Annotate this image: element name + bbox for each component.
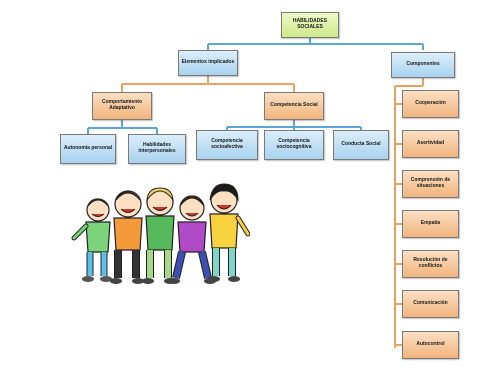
socioafectiva-label: Competencia socioafectiva — [211, 138, 243, 150]
comunicacion-node: Comunicación — [402, 290, 459, 318]
socioafectiva-node: Competencia socioafectiva — [196, 130, 258, 160]
root-node: HABILIDADES SOCIALES — [281, 12, 339, 38]
cooperacion-node: Cooperación — [402, 90, 459, 118]
conducta-label: Conducta Social — [341, 141, 381, 148]
componentes-node: Componentes — [391, 52, 455, 78]
asertividad-node: Asertividad — [402, 130, 459, 158]
autonomia-label: Autonomía personal — [63, 145, 113, 152]
comunicacion-label: Comunicación — [413, 300, 448, 307]
comprension-label: Comprensión de situaciones — [410, 177, 451, 189]
autonomia-node: Autonomía personal — [60, 134, 116, 164]
asertividad-label: Asertividad — [416, 140, 445, 147]
autocontrol-node: Autocontrol — [402, 331, 459, 359]
elementos-node: Elementos implicados — [178, 50, 238, 76]
empatia-label: Empatía — [420, 220, 441, 227]
root-label: HABILIDADES SOCIALES — [292, 18, 328, 30]
group-of-children-icon — [71, 183, 250, 284]
elementos-label: Elementos implicados — [181, 59, 235, 66]
comp-adaptativo-label: Comportamiento Adaptativo — [102, 99, 142, 111]
sociocognitiva-node: Competencia sociocognitiva — [264, 130, 324, 160]
resolucion-node: Resolución de conflictos — [402, 250, 459, 278]
competencia-social-node: Competencia Social — [264, 92, 324, 120]
componentes-label: Componentes — [406, 61, 440, 68]
interpersonales-label: Habilidades interpersonales — [138, 142, 176, 154]
sociocognitiva-label: Competencia sociocognitiva — [276, 138, 312, 150]
autocontrol-label: Autocontrol — [416, 341, 445, 348]
resolucion-label: Resolución de conflictos — [413, 257, 448, 269]
empatia-node: Empatía — [402, 210, 459, 238]
comprension-node: Comprensión de situaciones — [402, 170, 459, 198]
comp-adaptativo-node: Comportamiento Adaptativo — [92, 92, 152, 120]
interpersonales-node: Habilidades interpersonales — [128, 134, 186, 164]
competencia-social-label: Competencia Social — [270, 102, 318, 109]
conducta-node: Conducta Social — [333, 130, 389, 160]
cooperacion-label: Cooperación — [415, 100, 446, 107]
